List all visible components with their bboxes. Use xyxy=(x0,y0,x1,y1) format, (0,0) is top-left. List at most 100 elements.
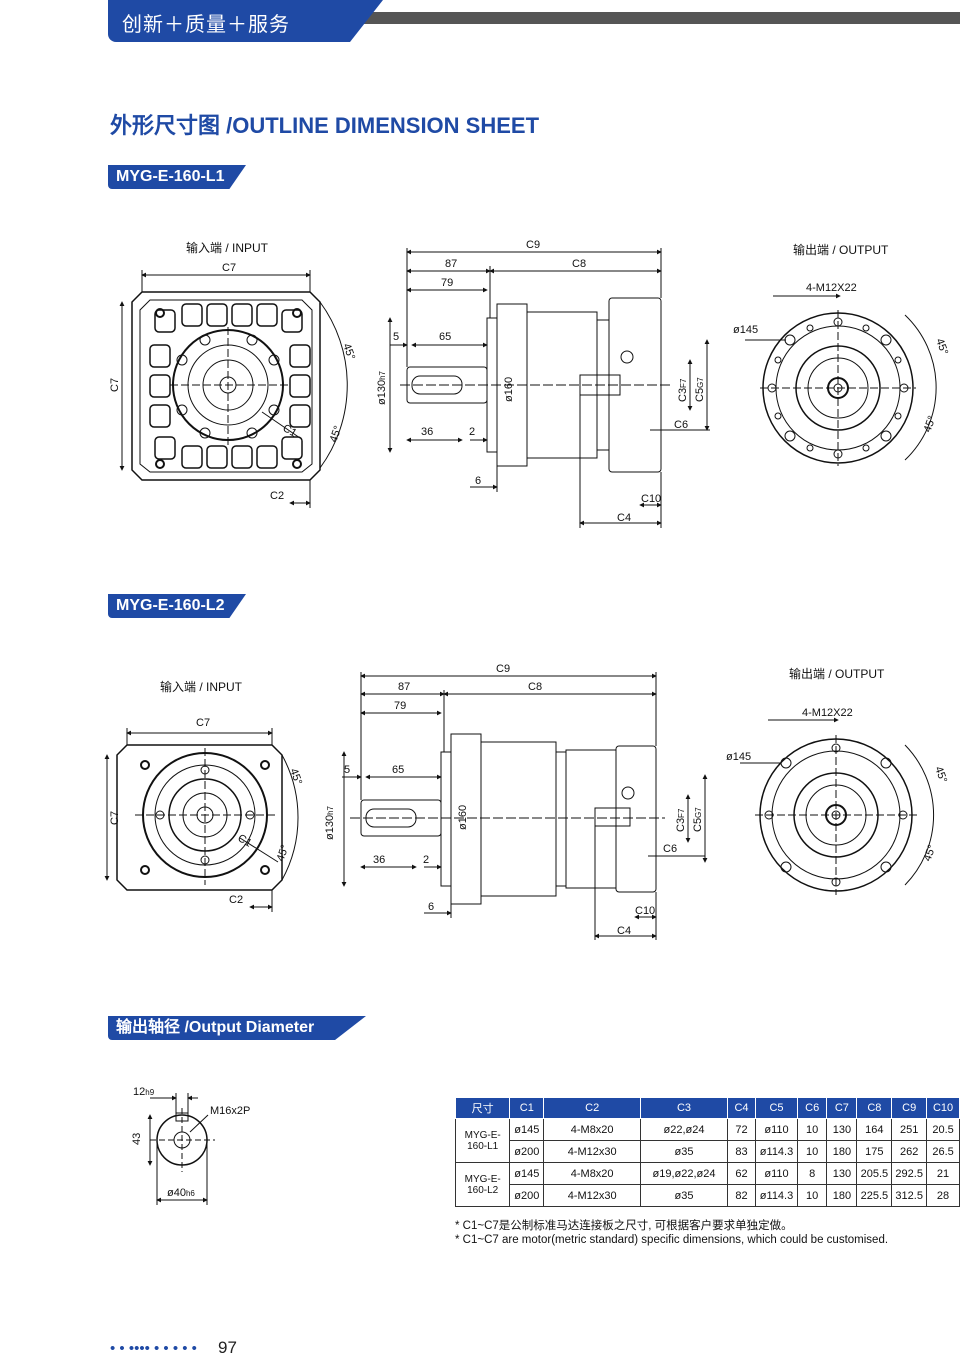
table-cell: ø35 xyxy=(640,1184,728,1207)
dim-c10-l2: C10 xyxy=(635,905,655,917)
table-header-row: 尺寸 C1 C2 C3 C4 C5 C6 C7 C8 C9 C10 xyxy=(454,1097,960,1119)
dim-36-l2: 36 xyxy=(373,854,385,866)
dim-65-l1: 65 xyxy=(439,331,451,343)
dim-87-l2: 87 xyxy=(398,681,410,693)
table-row: MYG-E-160-L2 ø145 4-M8x20 ø19,ø22,ø24 62… xyxy=(454,1162,960,1207)
dim-c9-l2: C9 xyxy=(496,663,510,675)
table-cell: ø114.3 xyxy=(754,1140,799,1163)
dim-130-l2: ø130h7 xyxy=(324,805,336,840)
dim-c7-v-l1: C7 xyxy=(109,378,121,392)
table-cell: 292.5 xyxy=(891,1162,928,1185)
table-cell: 251 xyxy=(891,1118,928,1141)
table-cell: 175 xyxy=(856,1140,893,1163)
table-cell: 72 xyxy=(726,1118,757,1141)
dim-145-l1: ø145 xyxy=(733,324,758,336)
model-cell: MYG-E-160-L1 xyxy=(454,1118,511,1163)
table-cell: 130 xyxy=(826,1118,858,1141)
header-slogan: 创新＋质量＋服务 xyxy=(122,14,290,36)
dim-160-l1: ø160 xyxy=(503,377,515,402)
table-cell: 82 xyxy=(726,1184,757,1207)
dim-2-l1: 2 xyxy=(469,426,475,438)
header-bar xyxy=(330,12,960,24)
output-view-l1 xyxy=(745,293,937,466)
table-row: MYG-E-160-L1 ø145 4-M8x20 ø22,ø24 72 ø11… xyxy=(454,1118,960,1163)
table-cell: ø110 xyxy=(754,1162,799,1185)
table-cell: ø35 xyxy=(640,1140,728,1163)
table-cell: 10 xyxy=(797,1118,828,1141)
output-shaft-view xyxy=(147,1093,215,1205)
page-dots: • • •••• • • • • • xyxy=(110,1340,197,1357)
dim-160-l2: ø160 xyxy=(457,805,469,830)
model-cell: MYG-E-160-L2 xyxy=(454,1162,511,1207)
side-view-l1 xyxy=(387,248,710,528)
table-cell: ø22,ø24 xyxy=(640,1118,728,1141)
th-c8: C8 xyxy=(856,1097,893,1119)
section-tag-output-diameter: 输出轴径 /Output Diameter xyxy=(108,1016,366,1040)
dim-c4-l2: C4 xyxy=(617,925,631,937)
th-c4: C4 xyxy=(726,1097,757,1119)
dim-79-l2: 79 xyxy=(394,700,406,712)
table-cell: 10 xyxy=(797,1184,828,1207)
header-tab xyxy=(108,0,383,42)
table-cell: 262 xyxy=(891,1140,928,1163)
table-cell: ø145 xyxy=(509,1118,545,1141)
page-number: 97 xyxy=(218,1338,237,1357)
dim-bolt-l1: 4-M12X22 xyxy=(806,282,857,294)
dim-45-b-l2: 45° xyxy=(275,843,292,863)
dim-c8-l2: C8 xyxy=(528,681,542,693)
dim-5-l2: 5 xyxy=(344,764,350,776)
output-label-l1: 输出端 / OUTPUT xyxy=(793,243,889,257)
dim-c7-h-l1: C7 xyxy=(222,262,236,274)
table-row: ø200 4-M12x30 ø35 82 ø114.3 10 180 225.5… xyxy=(456,1184,960,1207)
dim-40-shaft: ø40h6 xyxy=(167,1187,195,1199)
dim-45-b-l1: 45° xyxy=(328,424,345,444)
table-cell: 312.5 xyxy=(891,1184,928,1207)
side-view-l2 xyxy=(341,672,708,940)
dim-c5-l1: C5G7 xyxy=(694,377,706,402)
dim-45-c-l1: 45° xyxy=(933,337,950,357)
table-cell: 4-M12x30 xyxy=(543,1140,642,1163)
dim-c3-l1: C3F7 xyxy=(677,378,689,402)
th-c2: C2 xyxy=(543,1097,642,1119)
dim-c4-l1: C4 xyxy=(617,512,631,524)
table-row: ø200 4-M12x30 ø35 83 ø114.3 10 180 175 2… xyxy=(456,1140,960,1163)
section-tag-l1: MYG-E-160-L1 xyxy=(108,165,246,189)
table-cell: 10 xyxy=(797,1140,828,1163)
dim-bolt-l2: 4-M12X22 xyxy=(802,707,853,719)
dim-6-l1: 6 xyxy=(475,475,481,487)
dim-45-c-l2: 45° xyxy=(932,765,949,785)
dim-thread: M16x2P xyxy=(210,1105,250,1117)
dim-c3-l2: C3F7 xyxy=(675,808,687,832)
output-view-l2 xyxy=(740,717,935,895)
dim-c8-l1: C8 xyxy=(572,258,586,270)
note-english: * C1~C7 are motor(metric standard) speci… xyxy=(455,1234,889,1246)
table-cell: 62 xyxy=(726,1162,757,1185)
table-cell: 164 xyxy=(856,1118,893,1141)
table-cell: 4-M8x20 xyxy=(543,1118,642,1141)
table-cell: 205.5 xyxy=(856,1162,893,1185)
dim-c7-h-l2: C7 xyxy=(196,717,210,729)
table-cell: 130 xyxy=(826,1162,858,1185)
th-size: 尺寸 xyxy=(454,1097,511,1119)
table-cell: ø200 xyxy=(509,1184,545,1207)
dim-43: 43 xyxy=(131,1133,143,1145)
dim-c6-l2: C6 xyxy=(663,843,677,855)
dim-79-l1: 79 xyxy=(441,277,453,289)
table-cell: 83 xyxy=(726,1140,757,1163)
dim-87-l1: 87 xyxy=(445,258,457,270)
input-label-l1: 输入端 / INPUT xyxy=(186,241,269,255)
note-chinese: * C1~C7是公制标准马达连接板之尺寸, 可根据客户要求单独定做。 xyxy=(455,1220,793,1232)
dim-c6-l1: C6 xyxy=(674,419,688,431)
table-cell: ø19,ø22,ø24 xyxy=(640,1162,728,1185)
table-cell: 225.5 xyxy=(856,1184,893,1207)
dim-2-l2: 2 xyxy=(423,854,429,866)
dim-c7-v-l2: C7 xyxy=(109,811,121,825)
th-c10: C10 xyxy=(926,1097,960,1119)
table-cell: 4-M8x20 xyxy=(543,1162,642,1185)
dimension-table: 尺寸 C1 C2 C3 C4 C5 C6 C7 C8 C9 C10 MYG-E-… xyxy=(454,1097,960,1207)
table-cell: 180 xyxy=(826,1140,858,1163)
table-cell: 20.5 xyxy=(926,1118,960,1141)
dim-c2-l1: C2 xyxy=(270,490,284,502)
dim-c5-l2: C5G7 xyxy=(692,807,704,832)
